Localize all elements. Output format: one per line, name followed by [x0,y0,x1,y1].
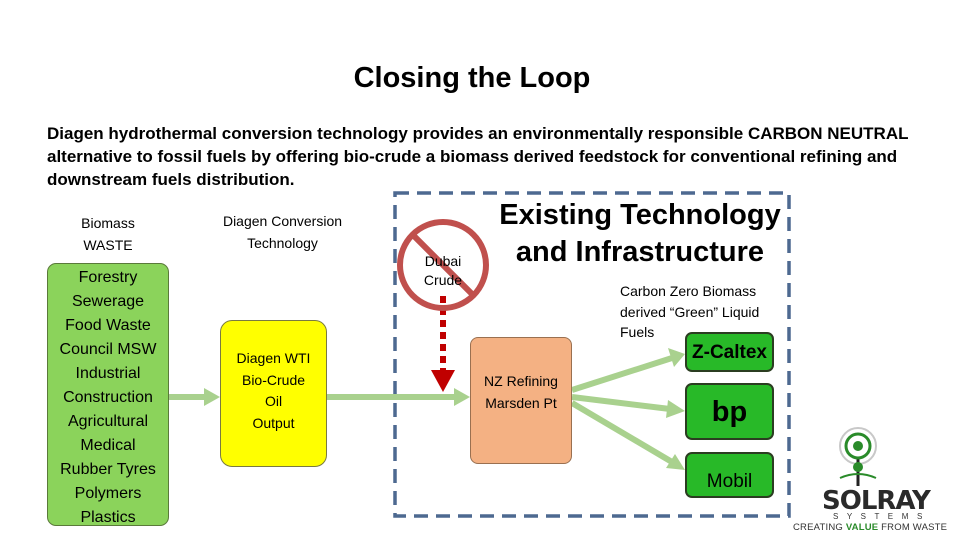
diagen-technology-label: Diagen Conversion Technology [222,213,343,251]
list-item: Medical [80,437,136,454]
page-title: Closing the Loop [353,62,591,94]
diagen-output-box: Diagen WTI Bio-Crude Oil Output [220,320,327,467]
existing-technology-heading: Existing Technology and Infrastructure [499,199,781,268]
list-item: Food Waste [65,317,151,334]
arrow-waste-to-diagen [169,388,220,406]
list-item: Agricultural [67,413,149,430]
list-item: Construction [63,389,153,406]
biomass-waste-label: Biomass WASTE [81,215,135,253]
arrow-diagen-to-refinery [327,388,470,406]
list-item: Industrial [75,365,141,382]
nz-refining-box: NZ Refining Marsden Pt [470,337,572,464]
existing-infrastructure-frame [393,191,791,518]
solray-logo-tagline: CREATING VALUE FROM WASTE [793,522,948,533]
arrow-refinery-to-zcaltex [571,348,685,393]
list-item: Sewerage [71,293,145,310]
intro-paragraph: Diagen hydrothermal conversion technolog… [47,124,909,189]
list-item: Council MSW [59,341,157,358]
z-caltex-box: Z-Caltex [685,332,774,372]
arrow-refinery-to-bp [571,394,685,418]
waste-sources-box: Forestry Sewerage Food Waste Council MSW… [47,263,169,526]
dubai-crude-label: Dubai Crude [423,253,463,288]
solray-logo-icon [839,427,877,486]
carbon-zero-note: Carbon Zero Biomass derived “Green” Liqu… [620,283,760,340]
list-item: Plastics [80,509,136,526]
no-entry-icon [397,219,489,311]
arrow-refinery-to-mobil [570,400,685,470]
mobil-box: Mobil [685,452,774,498]
bp-box: bp [685,383,774,440]
list-item: Rubber Tyres [60,461,156,478]
list-item: Forestry [78,269,138,286]
list-item: Polymers [74,485,142,502]
solray-logo-name: SOLRAY [822,486,931,516]
solray-logo-subtitle: S Y S T E M S [833,512,926,521]
